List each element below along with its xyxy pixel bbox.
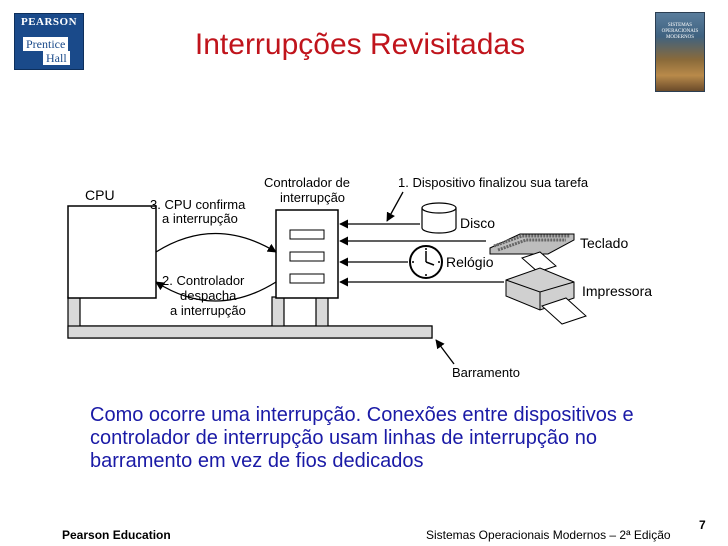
disk-icon — [421, 202, 457, 234]
slide-caption: Como ocorre uma interrupção. Conexões en… — [90, 404, 634, 472]
pearson-logo: PEARSON Prentice Hall — [14, 13, 84, 70]
step3-label-2: a interrupção — [162, 211, 238, 226]
step2-label-1: 2. Controlador — [162, 273, 245, 288]
clock-label: Relógio — [446, 254, 494, 270]
disk-label: Disco — [460, 215, 495, 231]
cpu-label: CPU — [85, 187, 115, 203]
keyboard-label: Teclado — [580, 235, 628, 251]
step3-label-1: 3. CPU confirma — [150, 197, 246, 212]
controller-slot-2 — [289, 251, 325, 262]
keyboard-icon — [489, 233, 575, 255]
footer-book-title: Sistemas Operacionais Modernos – 2ª Ediç… — [426, 528, 671, 542]
book-cover-title: SISTEMAS OPERACIONAIS MODERNOS — [661, 23, 699, 40]
cpu-box — [67, 205, 157, 299]
logo-brand: PEARSON — [20, 16, 78, 28]
printer-label: Impressora — [582, 283, 652, 299]
controller-slot-3 — [289, 273, 325, 284]
bus-label: Barramento — [452, 365, 520, 380]
step1-label: 1. Dispositivo finalizou sua tarefa — [398, 175, 589, 190]
printer-icon — [505, 251, 587, 325]
logo-line1: Prentice — [23, 37, 69, 51]
slide-number: 7 — [699, 518, 706, 532]
book-cover-image: SISTEMAS OPERACIONAIS MODERNOS — [655, 12, 705, 92]
bus-bar — [67, 325, 433, 339]
arrow-cpu-acknowledges — [155, 232, 277, 253]
step2-label-2: despacha — [180, 288, 237, 303]
controller-label-2: interrupção — [280, 190, 345, 205]
arrow-step1 — [386, 191, 404, 222]
controller-slot-1 — [289, 229, 325, 240]
slide-title: Interrupções Revisitadas — [194, 28, 526, 61]
controller-label-1: Controlador de — [264, 175, 350, 190]
step2-label-3: a interrupção — [170, 303, 246, 318]
footer-publisher: Pearson Education — [62, 528, 171, 542]
logo-line2: Hall — [43, 51, 70, 65]
arrow-controller-dispatches — [155, 281, 277, 302]
arrow-bus — [435, 339, 455, 365]
clock-icon — [409, 245, 443, 279]
